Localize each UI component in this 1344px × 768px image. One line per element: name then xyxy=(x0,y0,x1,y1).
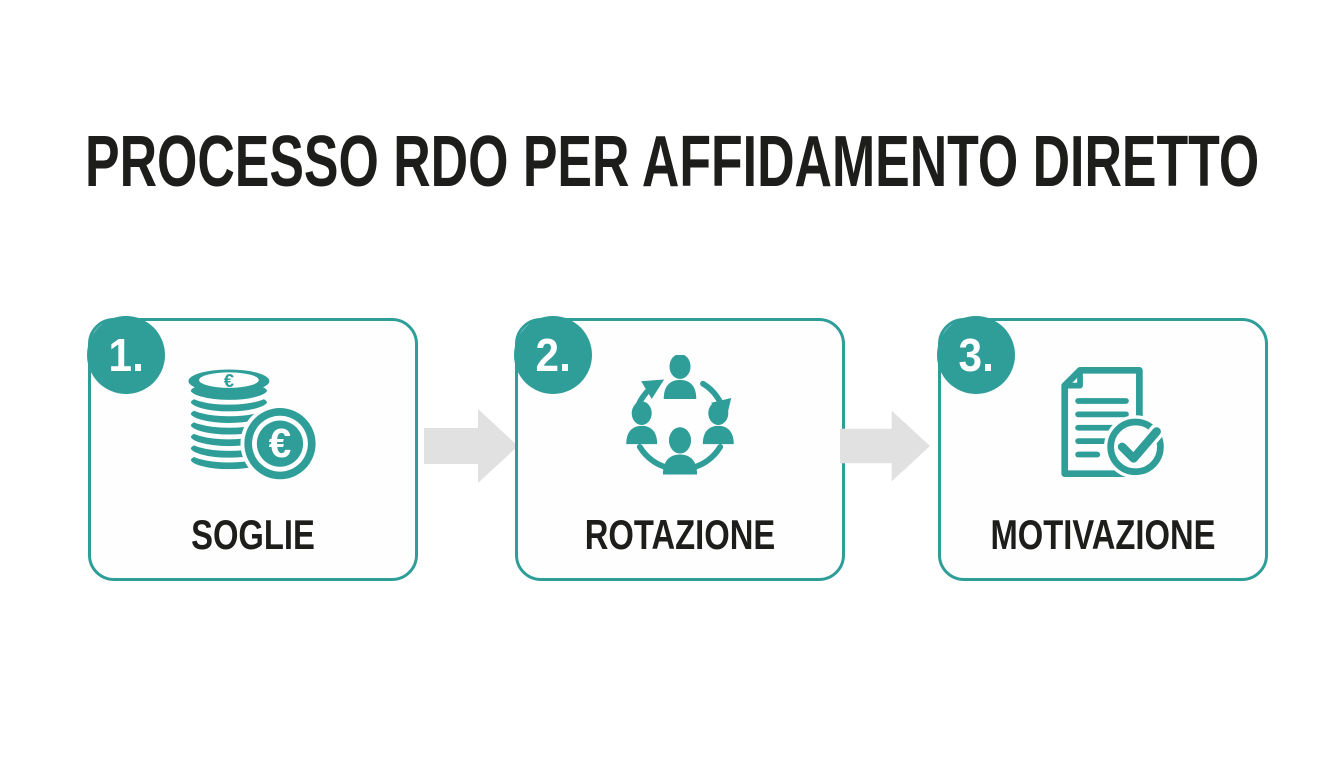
document-check-icon xyxy=(941,357,1265,487)
euro-coins-icon: € € xyxy=(91,357,415,487)
step-number: 1. xyxy=(108,329,144,381)
arrow-right-icon xyxy=(840,410,930,482)
step-card-soglie: 1. € € xyxy=(87,316,418,581)
svg-text:€: € xyxy=(269,420,292,466)
step-card-motivazione: 3. MOTIVAZIONE xyxy=(937,316,1268,581)
svg-text:€: € xyxy=(224,370,234,391)
step-card-rotazione: 2. xyxy=(514,316,845,581)
step-2-number-badge: 2. xyxy=(514,316,592,394)
step-label-rotazione: ROTAZIONE xyxy=(584,511,776,558)
step-label-soglie: SOGLIE xyxy=(191,511,315,558)
rotation-people-icon xyxy=(518,355,842,487)
step-label-motivazione: MOTIVAZIONE xyxy=(990,511,1216,558)
step-number: 3. xyxy=(958,329,994,381)
arrow-right-icon xyxy=(424,409,518,483)
page-title: PROCESSO RDO PER AFFIDAMENTO DIRETTO xyxy=(85,122,1260,202)
step-3-number-badge: 3. xyxy=(937,316,1015,394)
step-1-number-badge: 1. xyxy=(87,316,165,394)
step-number: 2. xyxy=(535,329,571,381)
